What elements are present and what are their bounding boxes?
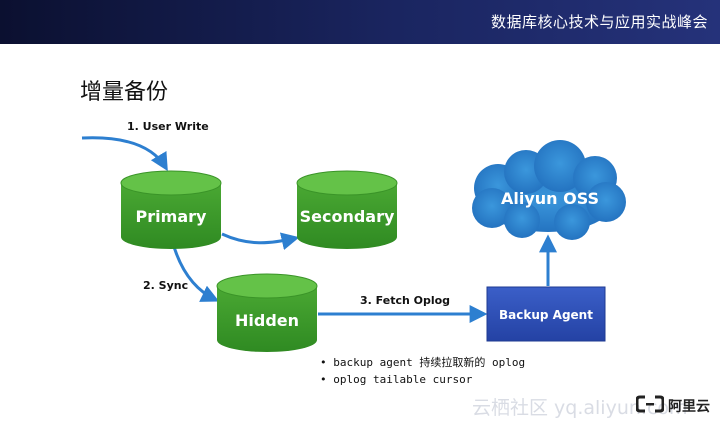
user-write-arrow [81,136,168,172]
header-bar: 数据库核心技术与应用实战峰会 [0,0,720,44]
replicate-arrow [221,232,300,251]
secondary-label: Secondary [300,207,395,226]
primary-node: Primary [120,170,222,249]
bullet-item: • backup agent 持续拉取新的 oplog [320,356,526,369]
step-user-write: 1. User Write [127,120,209,133]
hidden-label: Hidden [235,311,299,330]
bullet-list: • backup agent 持续拉取新的 oplog • oplog tail… [320,354,525,388]
backup-agent-label: Backup Agent [499,308,593,322]
bullet-text: backup agent 持续拉取新的 oplog [333,356,526,369]
bullet-item: • oplog tailable cursor [320,373,473,386]
cloud-icon [472,140,626,240]
secondary-node: Secondary [296,170,398,249]
primary-label: Primary [136,207,207,226]
step-fetch-oplog: 3. Fetch Oplog [360,294,450,307]
logo-text: 阿里云 [668,399,710,415]
aliyun-oss-label: Aliyun OSS [501,189,599,208]
aliyun-oss-node: Aliyun OSS [472,140,626,240]
step-sync: 2. Sync [143,279,188,292]
aliyun-logo-icon [636,395,664,413]
page-title: 增量备份 [80,80,169,105]
watermark: 云栖社区 yq.aliyun.com [472,397,688,419]
hidden-node: Hidden [216,273,318,352]
conference-title: 数据库核心技术与应用实战峰会 [490,13,708,31]
backup-agent-node: Backup Agent [486,286,606,342]
bullet-text: oplog tailable cursor [333,373,473,386]
